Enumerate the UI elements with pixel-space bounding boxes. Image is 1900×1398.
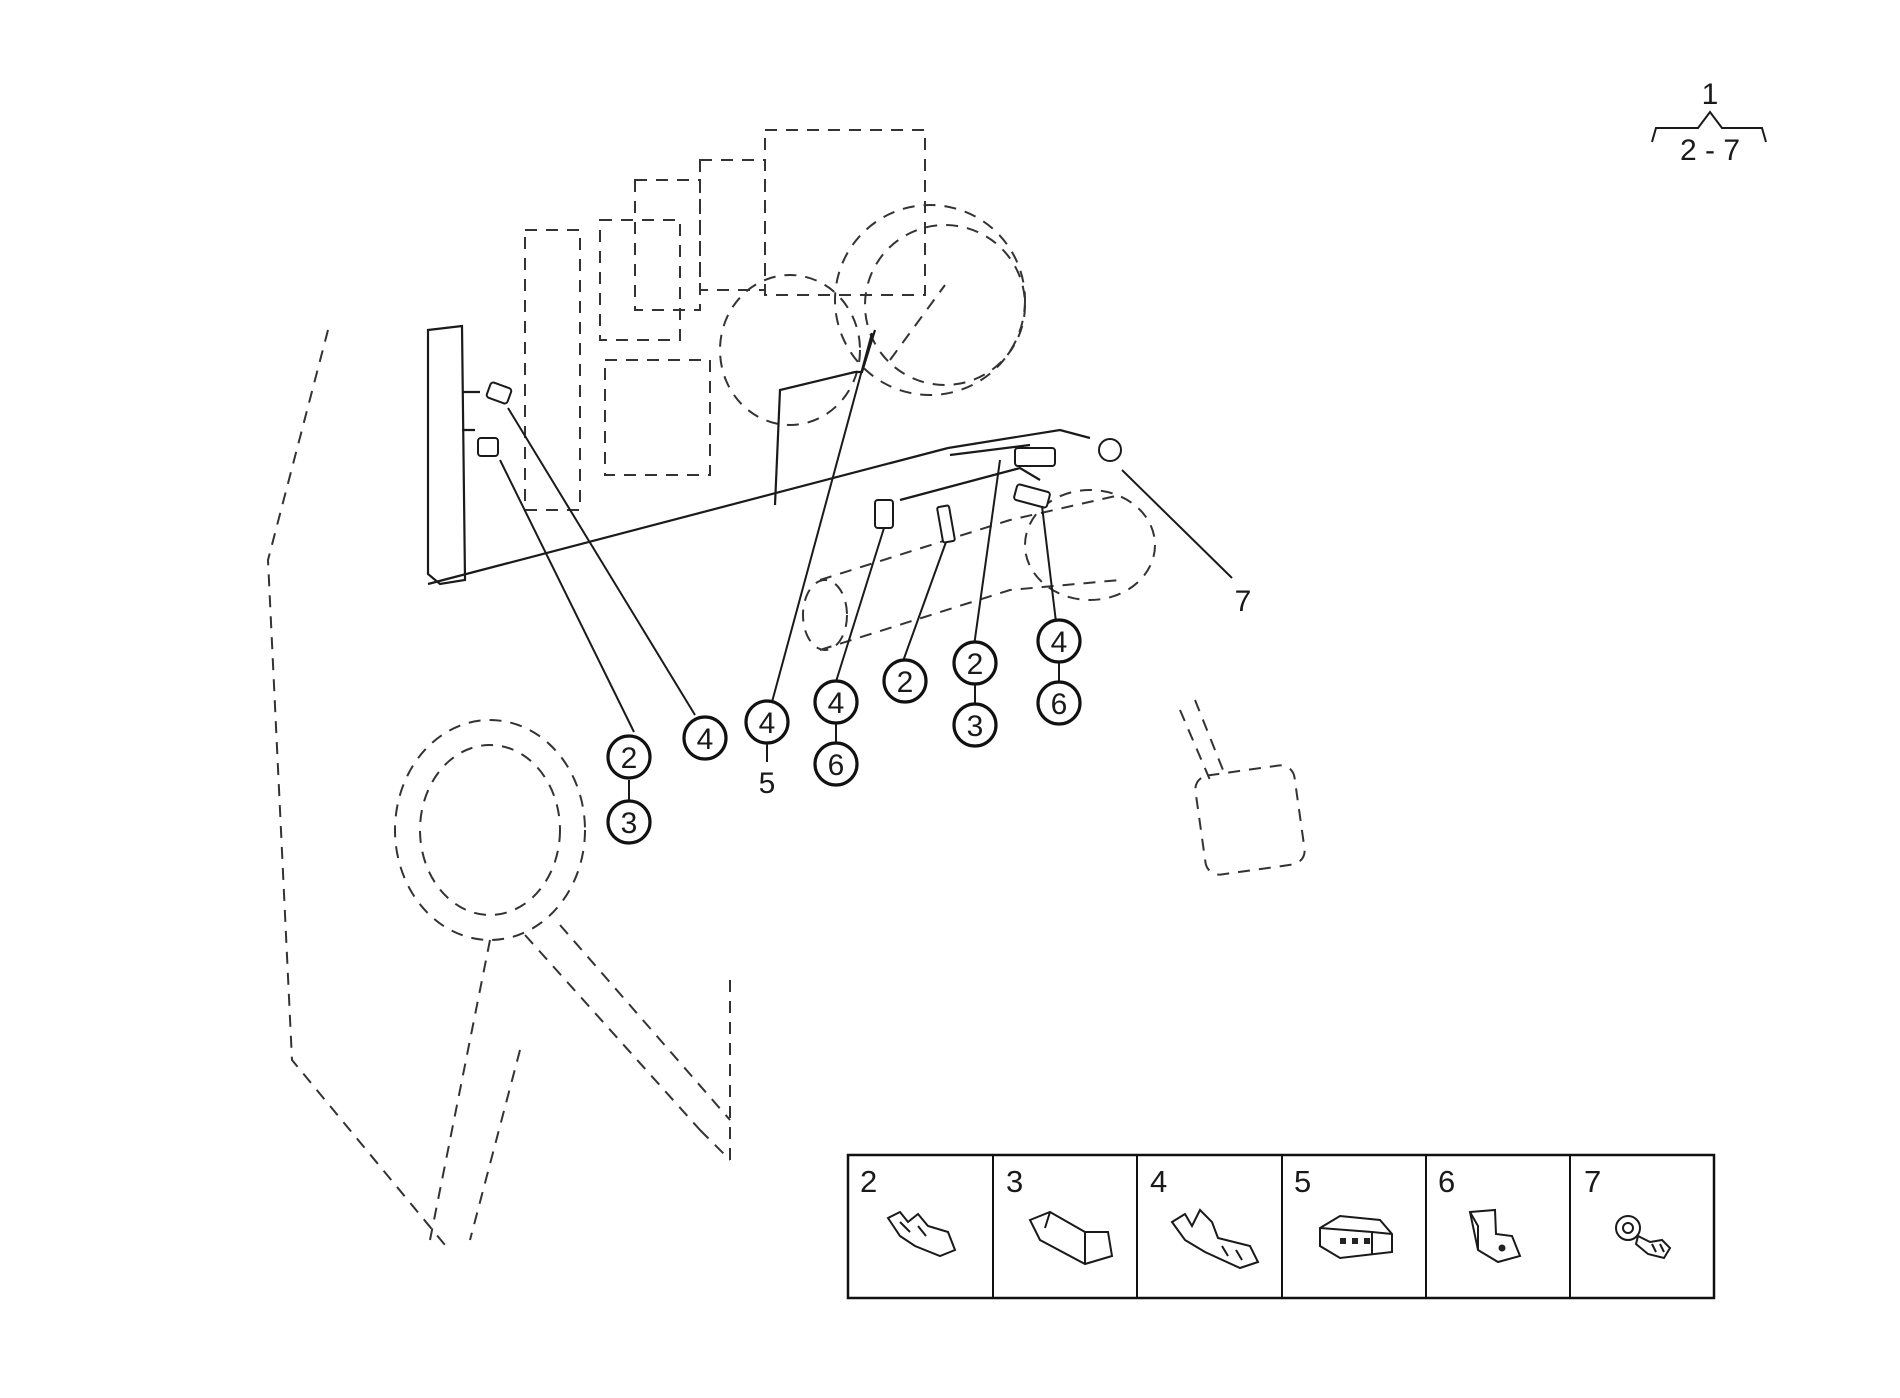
connector-left-b: [477, 437, 499, 457]
ghost-pedal-stem: [1179, 699, 1226, 781]
callout-number: 3: [967, 710, 984, 743]
legend-number: 2: [860, 1164, 877, 1199]
ghost-gauge-2-inner: [864, 224, 1026, 386]
sleeve-connector-icon: [1028, 1210, 1114, 1266]
callout-2-mid: 2: [882, 658, 928, 704]
crimp-terminal-icon: [1170, 1208, 1260, 1270]
harness-trunk: [947, 428, 1091, 450]
callout-number: 2: [621, 742, 638, 775]
leader-2-mid: [901, 541, 947, 665]
callout-4-5: 4 5: [744, 699, 790, 800]
ghost-motor-end: [802, 579, 848, 651]
callout-number: 4: [828, 687, 845, 720]
connector-right-b: [1013, 483, 1051, 509]
ghost-gauge-1: [719, 274, 861, 426]
legend-cell-4: 4: [1150, 1164, 1260, 1270]
callout-number: 2: [967, 648, 984, 681]
connector-mid-b: [936, 504, 956, 544]
callout-7: 7: [1235, 585, 1252, 618]
legend-cell-2: 2: [860, 1164, 957, 1258]
ref-main-label: 1: [1702, 78, 1719, 111]
ghost-box-4: [699, 159, 766, 291]
reference-header: 1 2 - 7: [1651, 78, 1767, 167]
legend-cell-6: 6: [1438, 1164, 1522, 1264]
ref-brace: [1651, 110, 1767, 143]
ghost-box-1: [524, 229, 581, 511]
callout-number: 3: [621, 807, 638, 840]
wiring-harness: [426, 324, 1122, 586]
callout-number: 7: [1235, 585, 1252, 618]
leader-4-5: [771, 332, 873, 703]
connector-right-a: [1014, 447, 1056, 467]
ghost-gauge-2: [834, 204, 1026, 396]
callout-number: 2: [897, 666, 914, 699]
legend-number: 7: [1584, 1164, 1601, 1199]
ghost-gauge-needle: [889, 284, 946, 361]
harness-panel: [426, 324, 467, 586]
callout-4-left: 4: [682, 715, 728, 761]
ghost-column: [429, 924, 731, 1241]
legend-number: 6: [1438, 1164, 1455, 1199]
legend-cell-7: 7: [1584, 1164, 1672, 1260]
callout-number: 6: [1051, 688, 1068, 721]
ghost-box-3: [634, 179, 701, 311]
leader-lines: [499, 332, 1233, 733]
leader-4-6-mid: [833, 527, 885, 689]
harness-main: [427, 446, 949, 586]
callout-4-6-mid: 4 6: [813, 679, 859, 787]
ring-terminal-mark: [1098, 438, 1122, 462]
legend-number: 3: [1006, 1164, 1023, 1199]
ref-range-label: 2 - 7: [1680, 134, 1740, 167]
callout-number: 4: [697, 723, 714, 756]
connector-left-a: [485, 381, 513, 405]
parts-legend: 2 3 4 5: [846, 1153, 1716, 1300]
ghost-motor: [819, 494, 1121, 651]
ghost-wheel-outer: [394, 719, 586, 941]
harness-branch-up: [773, 329, 877, 506]
callout-2-3-left: 2 3: [606, 734, 652, 845]
leader-4-6-right: [1041, 505, 1057, 623]
connector-mid-a: [874, 499, 894, 529]
callouts: 2 3 4 4 5 4 6 2 2 3: [606, 585, 1252, 845]
ring-terminal-icon: [1615, 1215, 1672, 1260]
legend-number: 4: [1150, 1164, 1167, 1199]
ghost-motor-body: [1024, 489, 1156, 601]
callout-number: 4: [1051, 626, 1068, 659]
callout-number: 6: [828, 749, 845, 782]
harness-left-stubs: [462, 390, 480, 432]
harness-right-stubs: [899, 443, 1041, 502]
ghost-box-6: [604, 359, 711, 476]
terminal-hook-icon: [886, 1210, 957, 1258]
ghost-column-2: [469, 1049, 521, 1241]
ghost-pedal-pad: [1194, 764, 1306, 876]
legend-number: 5: [1294, 1164, 1311, 1199]
leader-4-left: [507, 407, 696, 716]
callout-2-3-right: 2 3: [952, 640, 998, 748]
ghost-body-panel: [266, 329, 446, 1246]
ghost-box-5: [764, 129, 926, 296]
ghost-wheel-inner: [419, 744, 561, 916]
legend-cell-3: 3: [1006, 1164, 1114, 1266]
leader-7: [1121, 469, 1233, 579]
leader-2-3-right: [973, 459, 1001, 647]
callout-number: 5: [759, 767, 776, 800]
bracket-terminal-icon: [1468, 1208, 1522, 1264]
callout-4-6-right: 4 6: [1036, 618, 1082, 726]
ghost-outlines: [266, 129, 1306, 1246]
ghost-box-2: [599, 219, 681, 341]
leader-2-3-left: [499, 459, 635, 733]
connector-housing-icon: [1319, 1214, 1393, 1260]
legend-cell-5: 5: [1294, 1164, 1393, 1260]
callout-number: 4: [759, 707, 776, 740]
